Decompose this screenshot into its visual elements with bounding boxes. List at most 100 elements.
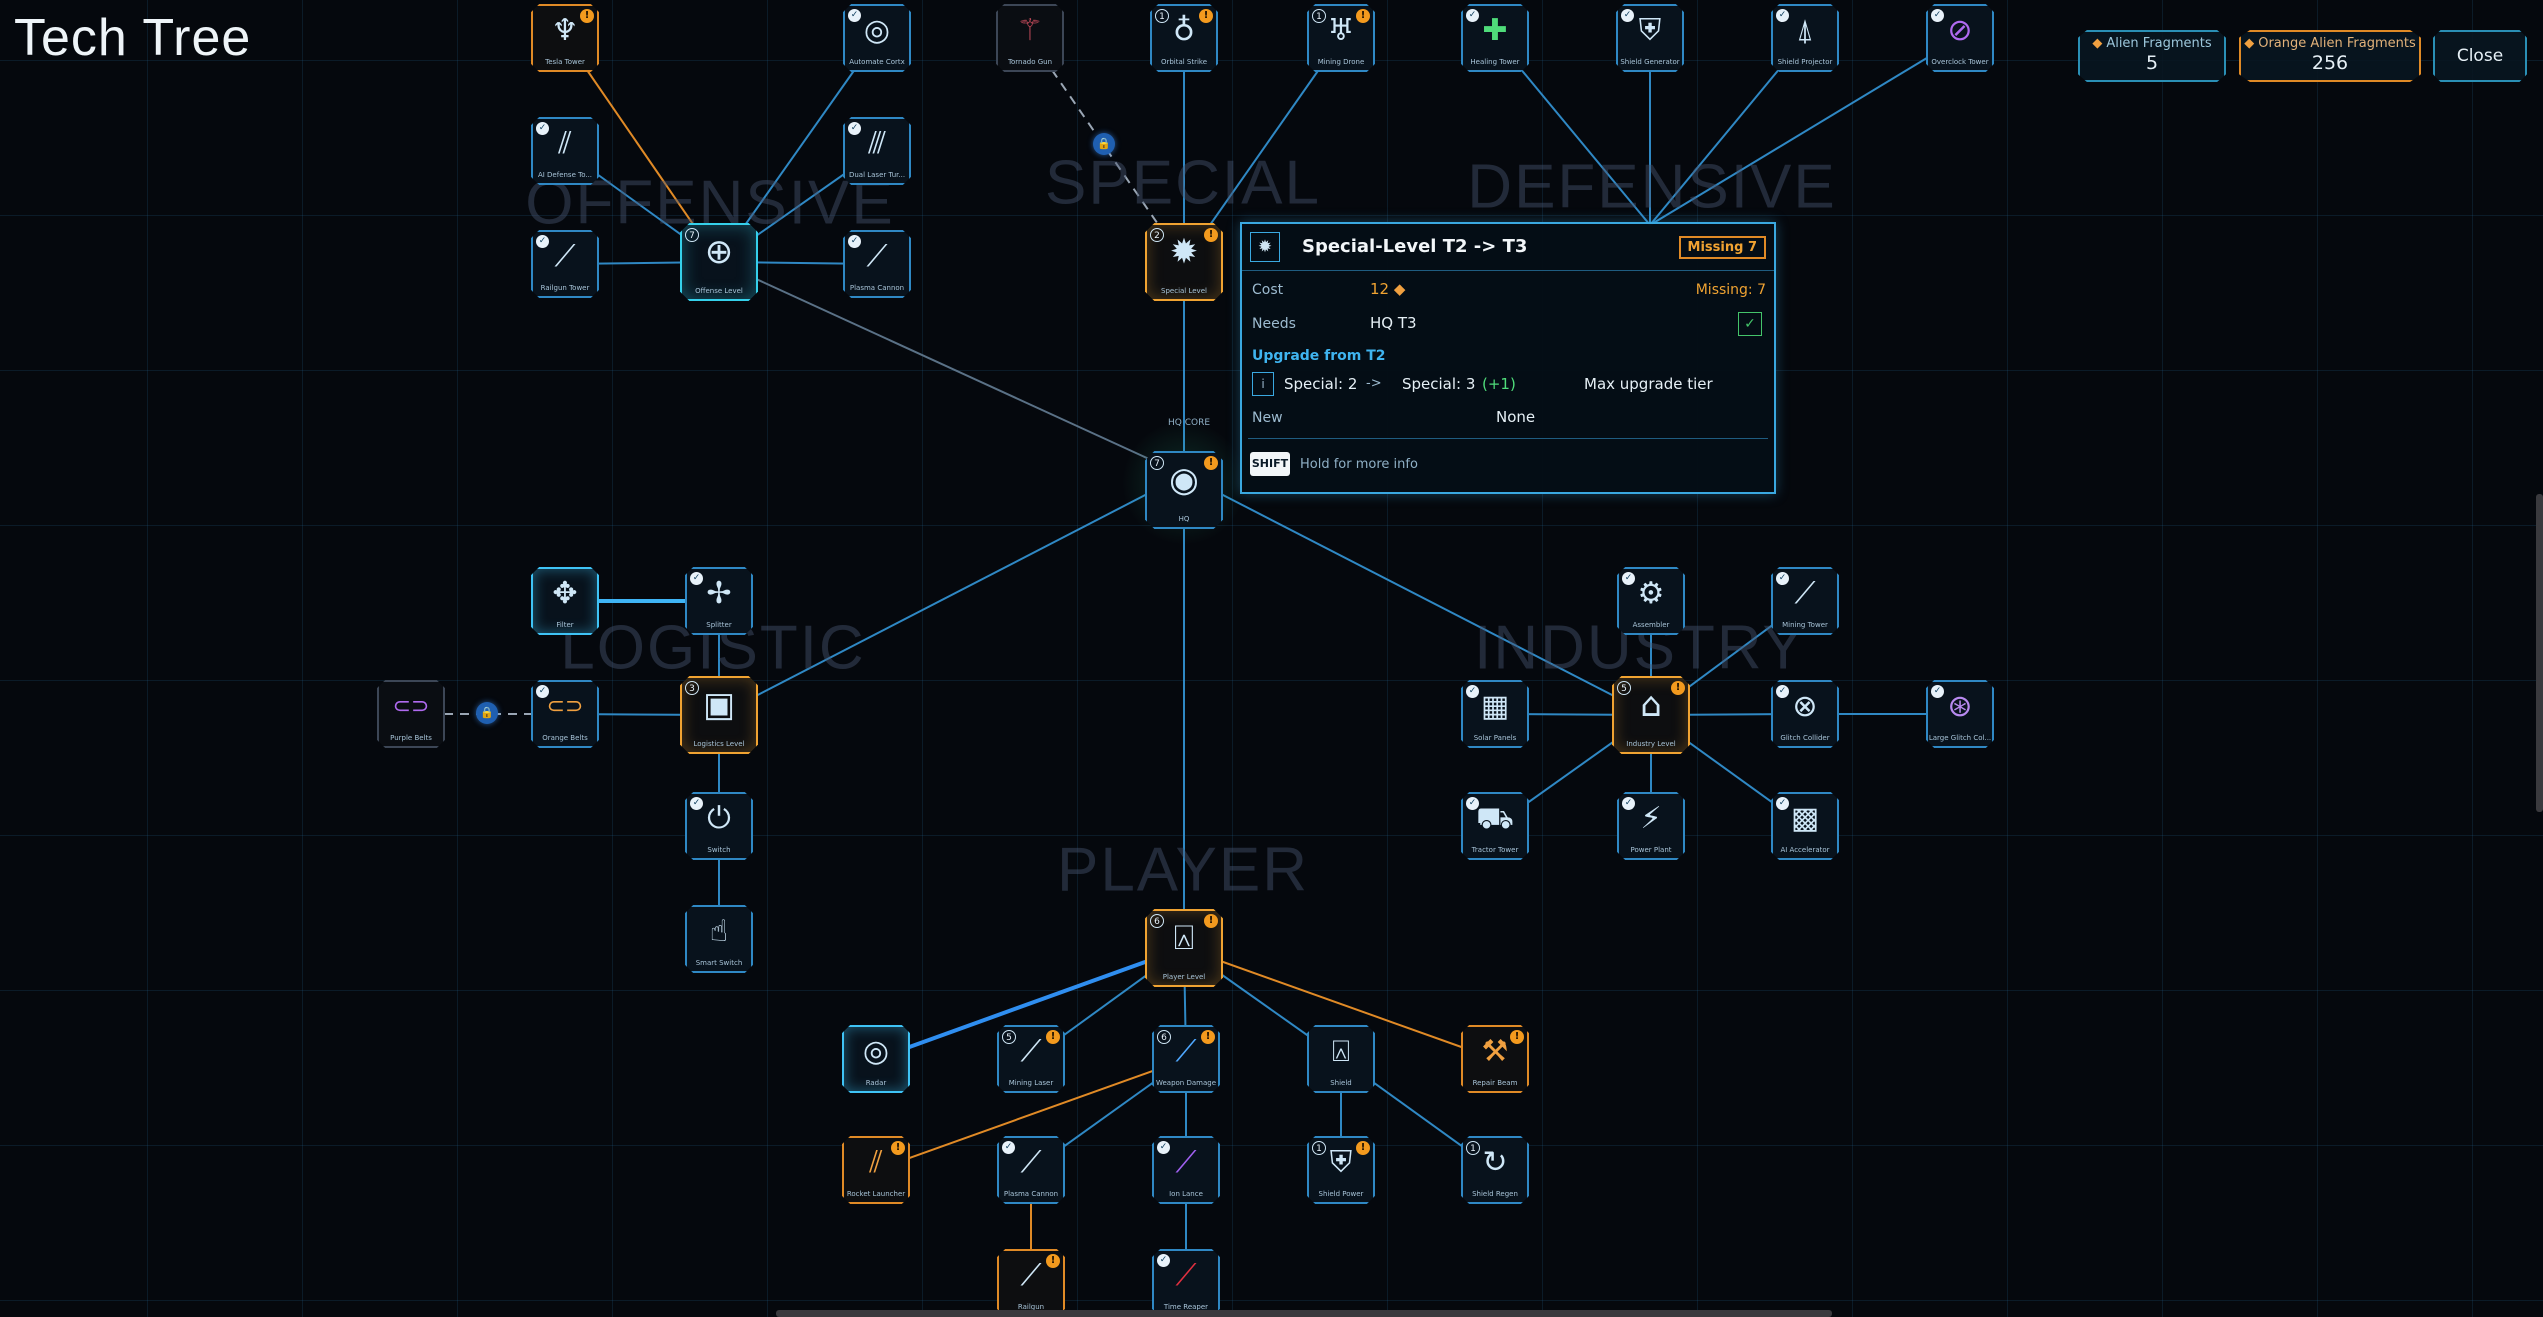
node-hq[interactable]: ◉ 7 ! HQ	[1145, 451, 1223, 529]
node-purple-belts[interactable]: ⊂⊃ Purple Belts	[377, 680, 445, 748]
node-label: Radar	[865, 1079, 887, 1087]
node-label: Offense Level	[695, 287, 743, 295]
node-shield-regen[interactable]: ↻ 1 Shield Regen	[1461, 1136, 1529, 1204]
healing-icon: ✚	[1482, 13, 1508, 48]
shield-power-icon: ⛨	[1329, 1145, 1353, 1180]
node-offense-level[interactable]: ⊕ 7 Offense Level	[680, 223, 758, 301]
node-splitter[interactable]: ✢ ✓ Splitter	[685, 567, 753, 635]
info-button[interactable]: i	[1252, 372, 1274, 396]
node-label: AI Defense To...	[537, 171, 593, 179]
needs-value: HQ T3	[1370, 314, 1417, 332]
node-label: Rocket Launcher	[846, 1190, 906, 1198]
warning-icon: !	[1671, 681, 1685, 695]
node-overclock-tower[interactable]: ⊘ ✓ Overclock Tower	[1926, 4, 1994, 72]
node-label: Special Level	[1161, 287, 1207, 295]
close-button[interactable]: Close	[2433, 30, 2527, 82]
lock-icon: 🔒	[476, 702, 498, 724]
node-shield-projector[interactable]: ⍋ ✓ Shield Projector	[1771, 4, 1839, 72]
node-large-glitch[interactable]: ⊛ ✓ Large Glitch Col...	[1926, 680, 1994, 748]
check-icon: ✓	[848, 122, 861, 135]
node-power-plant[interactable]: ⚡ ✓ Power Plant	[1617, 792, 1685, 860]
node-time-reaper[interactable]: ⟋ ✓ Time Reaper	[1152, 1249, 1220, 1317]
check-icon: ✓	[536, 122, 549, 135]
check-icon: ✓	[1466, 797, 1479, 810]
node-switch[interactable]: ⏻ ✓ Switch	[685, 792, 753, 860]
node-tractor-tower[interactable]: ⛟ ✓ Tractor Tower	[1461, 792, 1529, 860]
node-label: Dual Laser Tur...	[848, 171, 906, 179]
node-automate-cortx[interactable]: ◎ ✓ Automate Cortx	[843, 4, 911, 72]
node-dual-laser[interactable]: ⫻ ✓ Dual Laser Tur...	[843, 117, 911, 185]
needs-label: Needs	[1252, 316, 1296, 332]
large-glitch-icon: ⊛	[1947, 689, 1973, 724]
rocket-launcher-icon: ⫽	[869, 1145, 883, 1180]
node-solar-panels[interactable]: ▦ ✓ Solar Panels	[1461, 680, 1529, 748]
node-orange-belts[interactable]: ⊂⊃ ✓ Orange Belts	[531, 680, 599, 748]
node-label: Plasma Cannon	[1003, 1190, 1059, 1198]
node-repair-beam[interactable]: ⚒ ! Repair Beam	[1461, 1025, 1529, 1093]
node-industry-level[interactable]: ⌂ 5 ! Industry Level	[1612, 676, 1690, 754]
warning-icon: !	[1204, 228, 1218, 242]
cost-value: 12 ◆	[1370, 280, 1405, 298]
node-smart-switch[interactable]: ☝ Smart Switch	[685, 905, 753, 973]
node-glitch-collider[interactable]: ⊗ ✓ Glitch Collider	[1771, 680, 1839, 748]
hq-core-label: HQ CORE	[1168, 418, 1211, 428]
node-mining-tower[interactable]: ⟋ ✓ Mining Tower	[1771, 567, 1839, 635]
alien-fragments-label: Alien Fragments	[2106, 36, 2212, 51]
node-plasma-cannon[interactable]: ⟋ ✓ Plasma Cannon	[997, 1136, 1065, 1204]
node-ai-accelerator[interactable]: ▩ ✓ AI Accelerator	[1771, 792, 1839, 860]
node-player-level[interactable]: ⍓ 6 ! Player Level	[1145, 909, 1223, 987]
node-weapon-damage[interactable]: ⟋ 6 ! Weapon Damage	[1152, 1025, 1220, 1093]
node-label: Railgun Tower	[540, 284, 590, 292]
upgrade-title: Upgrade from T2	[1252, 348, 1386, 364]
new-value: None	[1496, 408, 1536, 426]
node-railgun[interactable]: ⟋ ! Railgun	[997, 1249, 1065, 1317]
node-ion-lance[interactable]: ⟋ ✓ Ion Lance	[1152, 1136, 1220, 1204]
check-icon: ✓	[690, 572, 703, 585]
special-icon: ✹	[1169, 232, 1199, 272]
tooltip-title: Special-Level T2 -> T3	[1302, 236, 1528, 257]
node-ai-defense[interactable]: ⫽ ✓ AI Defense To...	[531, 117, 599, 185]
railgun-icon: ⟋	[1020, 1258, 1042, 1293]
node-orbital-strike[interactable]: ♁ 1 ! Orbital Strike	[1150, 4, 1218, 72]
node-plasma-cannon-tower[interactable]: ⟋ ✓ Plasma Cannon	[843, 230, 911, 298]
check-icon: ✓	[1466, 685, 1479, 698]
node-filter[interactable]: ✥ Filter	[531, 567, 599, 635]
vertical-scrollbar[interactable]	[2536, 494, 2543, 812]
node-shield-power[interactable]: ⛨ 1 ! Shield Power	[1307, 1136, 1375, 1204]
node-rocket-launcher[interactable]: ⫽ ! Rocket Launcher	[842, 1136, 910, 1204]
horizontal-scrollbar[interactable]	[776, 1310, 1832, 1317]
warning-icon: !	[1204, 456, 1218, 470]
node-assembler[interactable]: ⚙ ✓ Assembler	[1617, 567, 1685, 635]
node-tornado-gun[interactable]: ⚚ Tornado Gun	[996, 4, 1064, 72]
level-badge: 1	[1466, 1141, 1480, 1155]
tesla-icon: ♆	[551, 13, 579, 48]
mining-tower-icon: ⟋	[1794, 576, 1816, 611]
node-special-level[interactable]: ✹ 2 ! Special Level	[1145, 223, 1223, 301]
node-healing-tower[interactable]: ✚ ✓ Healing Tower	[1461, 4, 1529, 72]
warning-icon: !	[580, 9, 594, 23]
splitter-icon: ✢	[706, 576, 732, 611]
node-mining-laser[interactable]: ⟋ 5 ! Mining Laser	[997, 1025, 1065, 1093]
level-badge: 5	[1002, 1030, 1016, 1044]
logistics-icon: ▣	[702, 685, 736, 725]
orbital-strike-icon: ♁	[1173, 13, 1195, 48]
mining-laser-icon: ⟋	[1020, 1034, 1042, 1069]
shield-regen-icon: ↻	[1482, 1145, 1508, 1180]
check-icon: ✓	[1002, 1141, 1015, 1154]
node-label: Tractor Tower	[1471, 846, 1519, 854]
node-railgun-tower[interactable]: ⟋ ✓ Railgun Tower	[531, 230, 599, 298]
node-label: Large Glitch Col...	[1928, 734, 1992, 742]
overclock-icon: ⊘	[1947, 13, 1973, 48]
node-shield[interactable]: ⍓ Shield	[1307, 1025, 1375, 1093]
upgrade-from: Special: 2	[1284, 375, 1358, 393]
node-tesla-tower[interactable]: ♆ ! Tesla Tower	[531, 4, 599, 72]
warning-icon: !	[1356, 1141, 1370, 1155]
node-radar[interactable]: ◎ Radar	[842, 1025, 910, 1093]
node-logistics-level[interactable]: ▣ 3 Logistics Level	[680, 676, 758, 754]
node-mining-drone[interactable]: ♅ 1 ! Mining Drone	[1307, 4, 1375, 72]
wire-hq-offense	[718, 261, 1185, 476]
node-label: Purple Belts	[390, 734, 432, 742]
node-shield-generator[interactable]: ⛨ ✓ Shield Generator	[1616, 4, 1684, 72]
warning-icon: !	[891, 1141, 905, 1155]
warning-icon: !	[1046, 1254, 1060, 1268]
